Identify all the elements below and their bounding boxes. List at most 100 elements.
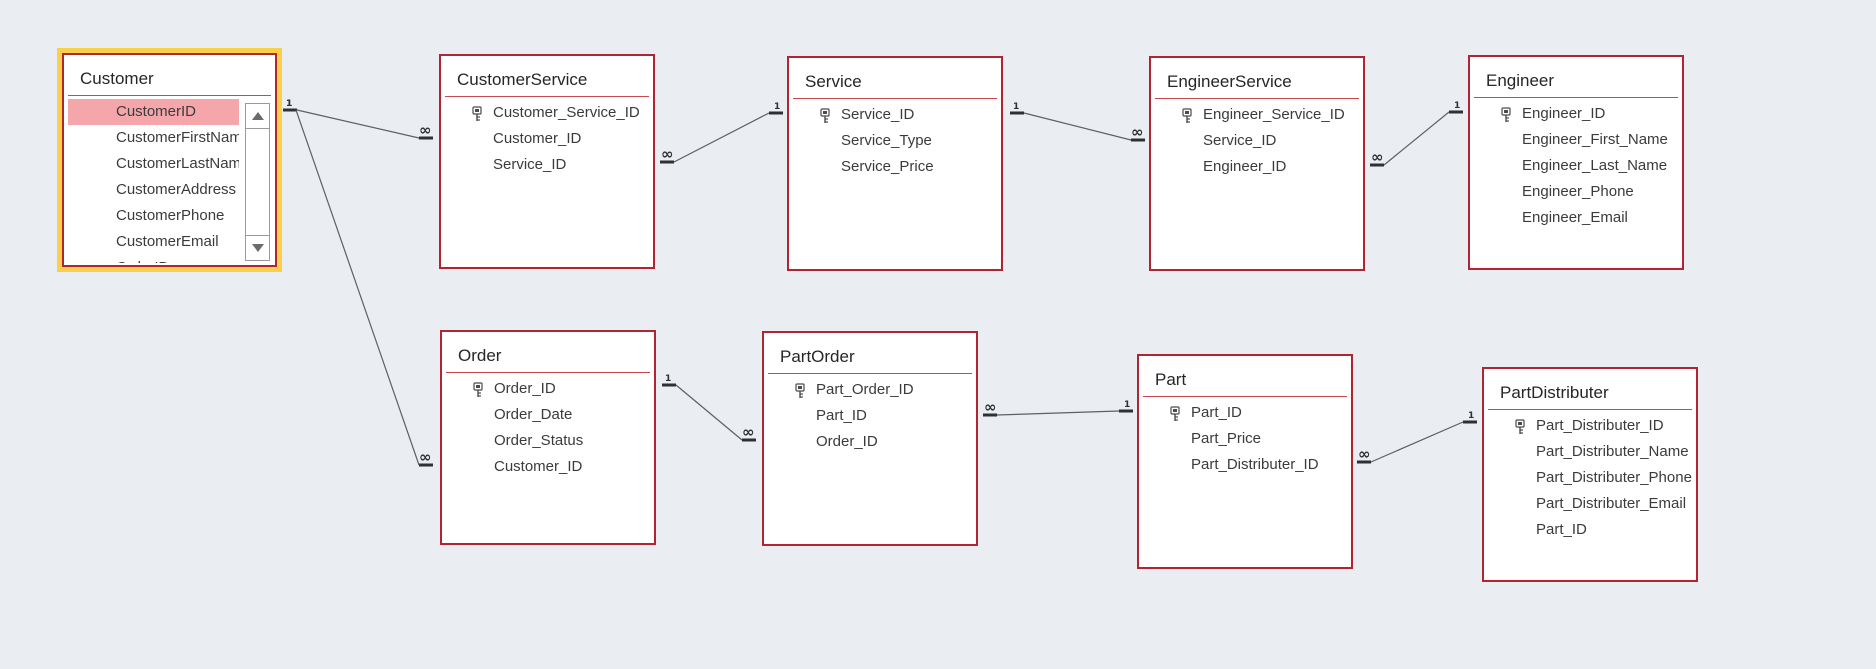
field-name: Part_ID xyxy=(816,407,867,424)
field-item[interactable]: Engineer_Email xyxy=(1474,205,1678,231)
relationship-line xyxy=(996,410,1120,416)
primary-key-field[interactable]: Engineer_Service_ID xyxy=(1155,102,1359,128)
field-name: Service_ID xyxy=(841,106,915,123)
field-name: CustomerID xyxy=(116,103,197,120)
field-item[interactable]: Part_Distributer_Name xyxy=(1488,439,1692,465)
field-name: Customer_ID xyxy=(494,458,583,475)
relationship-engineer-engineerservice[interactable]: 1∞ xyxy=(1370,101,1463,167)
field-item[interactable]: Service_Type xyxy=(793,128,997,154)
field-item[interactable]: Customer_ID xyxy=(445,126,649,152)
relationship-customer-order[interactable]: 1∞ xyxy=(283,99,433,467)
field-name: Engineer_Service_ID xyxy=(1203,106,1345,123)
primary-key-field[interactable]: Part_ID xyxy=(1143,400,1347,426)
field-item[interactable]: CustomerPhone xyxy=(68,203,239,229)
scroll-up-arrow-icon[interactable] xyxy=(246,104,269,129)
table-title[interactable]: Order xyxy=(458,346,502,365)
scroll-down-arrow-icon[interactable] xyxy=(246,235,269,260)
table-title[interactable]: Part xyxy=(1155,370,1187,389)
field-item[interactable]: Part_Distributer_ID xyxy=(1143,452,1347,478)
title-divider xyxy=(1155,98,1359,99)
field-item[interactable]: Order_ID xyxy=(768,429,972,455)
field-name: CustomerAddress xyxy=(116,181,237,198)
field-item[interactable]: Part_Distributer_Phone xyxy=(1488,465,1692,491)
relationship-line xyxy=(675,384,743,441)
relationship-order-partorder[interactable]: 1∞ xyxy=(662,374,756,442)
key-icon xyxy=(820,107,830,123)
field-item[interactable]: CustomerFirstName xyxy=(68,125,239,151)
field-item[interactable]: Order_Status xyxy=(446,428,650,454)
field-item[interactable]: Service_ID xyxy=(445,152,649,178)
field-name: Service_Type xyxy=(841,132,932,149)
table-title[interactable]: PartDistributer xyxy=(1500,383,1609,402)
field-item[interactable]: Service_ID xyxy=(1155,128,1359,154)
field-item[interactable]: Part_ID xyxy=(768,403,972,429)
field-item[interactable]: CustomerID xyxy=(68,99,239,125)
field-item[interactable]: Part_Price xyxy=(1143,426,1347,452)
field-list[interactable]: Part_Order_ID Part_ID Order_ID xyxy=(768,377,972,542)
field-name: Engineer_Phone xyxy=(1522,183,1634,200)
field-name: Part_Order_ID xyxy=(816,381,914,398)
relationship-partdistributer-part[interactable]: 1∞ xyxy=(1357,411,1477,464)
primary-key-field[interactable]: Part_Order_ID xyxy=(768,377,972,403)
field-item[interactable]: Part_ID xyxy=(1488,517,1692,543)
field-item[interactable]: Engineer_Phone xyxy=(1474,179,1678,205)
field-item[interactable]: CustomerEmail xyxy=(68,229,239,255)
field-item[interactable]: CustomerAddress xyxy=(68,177,239,203)
relationship-line xyxy=(1370,421,1464,463)
relationship-customer-customerservice[interactable]: 1∞ xyxy=(283,99,433,140)
table-title[interactable]: PartOrder xyxy=(780,347,855,366)
field-name: Service_Price xyxy=(841,158,934,175)
primary-key-field[interactable]: Order_ID xyxy=(446,376,650,402)
key-icon xyxy=(473,381,483,397)
relationship-part-partorder[interactable]: 1∞ xyxy=(983,398,1133,417)
table-title[interactable]: Customer xyxy=(80,69,154,88)
primary-key-field[interactable]: Engineer_ID xyxy=(1474,101,1678,127)
relationship-service-engineerservice[interactable]: 1∞ xyxy=(1010,102,1145,142)
field-name: Order_Date xyxy=(494,406,573,423)
relationship-service-customerservice[interactable]: 1∞ xyxy=(660,102,783,164)
table-title[interactable]: Service xyxy=(805,72,862,91)
table-title[interactable]: CustomerService xyxy=(457,70,588,89)
field-name: Part_Distributer_ID xyxy=(1191,456,1319,473)
table-title[interactable]: EngineerService xyxy=(1167,72,1292,91)
field-item[interactable]: Part_Distributer_Email xyxy=(1488,491,1692,517)
many-side-label: ∞ xyxy=(1371,148,1384,166)
field-item[interactable]: Service_Price xyxy=(793,154,997,180)
primary-key-field[interactable]: Service_ID xyxy=(793,102,997,128)
field-item[interactable]: CustomerLastName xyxy=(68,151,239,177)
field-item[interactable]: Order_Date xyxy=(446,402,650,428)
primary-key-field[interactable]: Customer_Service_ID xyxy=(445,100,649,126)
many-side-label: ∞ xyxy=(661,145,674,163)
field-name: CustomerFirstName xyxy=(116,129,239,146)
field-item[interactable]: Customer_ID xyxy=(446,454,650,480)
field-item[interactable]: Engineer_Last_Name xyxy=(1474,153,1678,179)
field-item[interactable]: Engineer_ID xyxy=(1155,154,1359,180)
key-icon xyxy=(1170,405,1180,421)
field-name: Engineer_ID xyxy=(1522,105,1606,122)
key-icon xyxy=(1182,107,1192,123)
table-title[interactable]: Engineer xyxy=(1486,71,1555,90)
one-side-label: 1 xyxy=(1124,400,1130,410)
field-list-scrollbar[interactable] xyxy=(245,103,270,261)
field-item[interactable]: OrderID xyxy=(68,255,239,263)
primary-key-field[interactable]: Part_Distributer_ID xyxy=(1488,413,1692,439)
field-item[interactable]: Engineer_First_Name xyxy=(1474,127,1678,153)
